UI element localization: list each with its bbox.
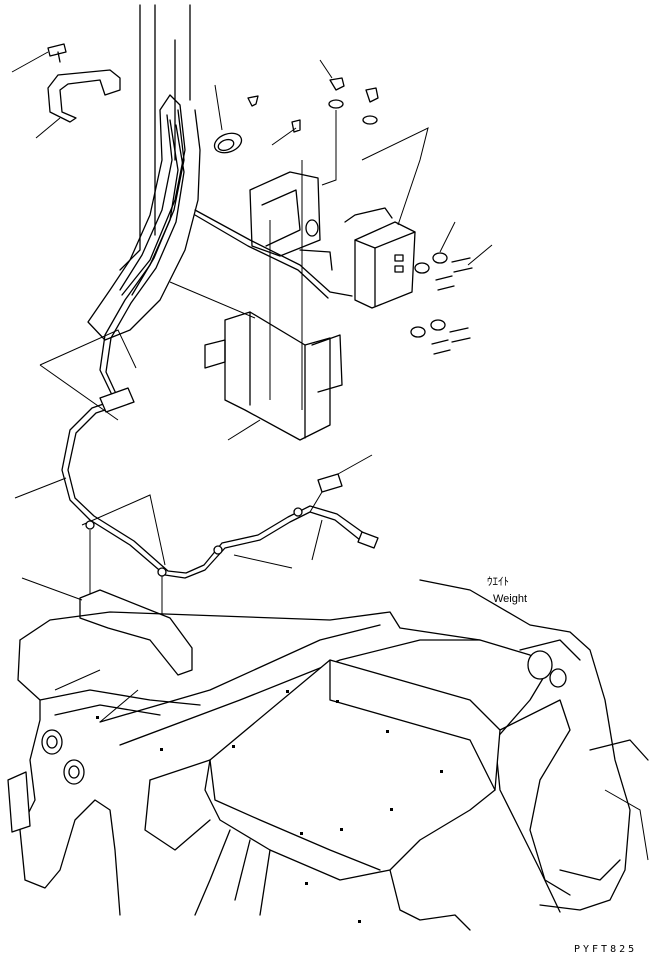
floor-holes [96, 690, 443, 923]
clip-icon [247, 87, 379, 146]
bolt-set-icon [431, 221, 493, 355]
bolt-icon [319, 59, 345, 186]
controller-box-icon [344, 127, 429, 309]
harness-icon [14, 119, 379, 640]
mounting-bracket [169, 160, 343, 441]
cab-pillar [87, 4, 201, 341]
clamp-bar [21, 577, 193, 676]
bracket-icon [11, 43, 121, 139]
washer-icon [410, 252, 448, 338]
base-frame [7, 611, 561, 931]
grommet-icon [213, 84, 243, 154]
weight-label: Weight [493, 593, 528, 605]
weight-label-japanese: ｳｴｲﾄ [487, 575, 509, 588]
counterweight [419, 579, 649, 911]
drawing-code: PYFT825 [574, 944, 638, 955]
relay-cover [249, 171, 333, 271]
